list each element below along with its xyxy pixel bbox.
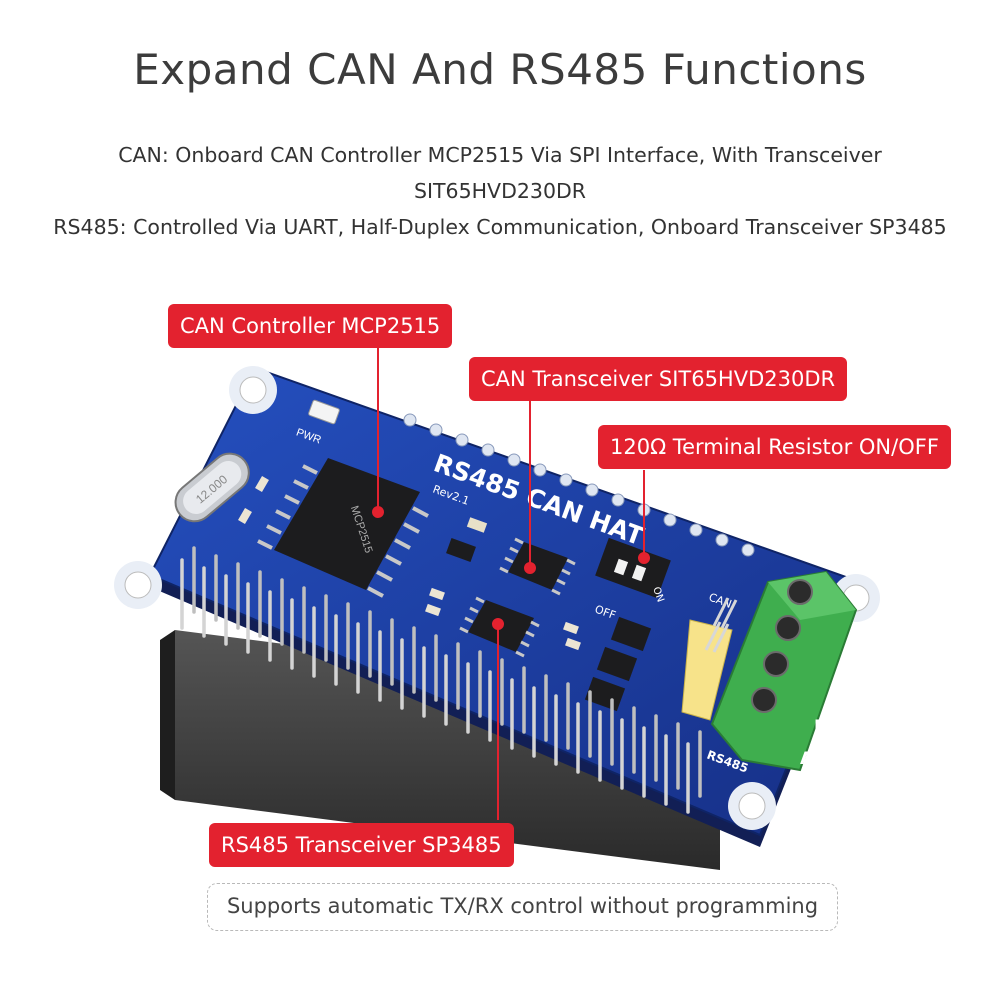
- terminal-label-b: B: [814, 717, 827, 737]
- mount-hole-icon: [114, 561, 162, 609]
- can-transceiver-callout: CAN Transceiver SIT65HVD230DR: [469, 357, 848, 401]
- rs485-transceiver-callout: RS485 Transceiver SP3485: [209, 823, 514, 867]
- callout-leaders: [372, 348, 650, 820]
- terminal-resistor-switch-icon: [595, 537, 671, 599]
- can-description-line-2: SIT65HVD230DR: [413, 179, 587, 203]
- terminal-resistor-callout: 120Ω Terminal Resistor ON/OFF: [598, 425, 951, 469]
- yellow-pin-header: [681, 597, 738, 721]
- can-description-line-1: CAN: Onboard CAN Controller MCP2515 Via …: [118, 143, 882, 167]
- via-row: [403, 413, 755, 557]
- auto-txrx-note: Supports automatic TX/RX control without…: [207, 883, 838, 931]
- mcp2515-chip-icon: MCP2515: [257, 458, 429, 598]
- terminal-label-h: H: [843, 653, 857, 673]
- pwr-led: [308, 399, 340, 425]
- rs485-description: RS485: Controlled Via UART, Half-Duplex …: [53, 215, 947, 239]
- sot-component: [446, 538, 476, 562]
- mount-hole-icon: [229, 366, 277, 414]
- terminal-label-l: L: [830, 685, 841, 705]
- passive-components: [238, 475, 581, 651]
- tvs-diode-icon: [584, 616, 652, 712]
- screw-terminal-icon: [710, 570, 858, 772]
- page-title: Expand CAN And RS485 Functions: [133, 45, 867, 94]
- switch-on-label: ON: [650, 586, 666, 604]
- gpio-pin-header: [180, 546, 702, 814]
- terminal-label-a: A: [800, 749, 814, 769]
- can-transceiver-chip-icon: [499, 537, 576, 596]
- mount-hole-icon: [728, 782, 776, 830]
- crystal-icon: 12.000: [174, 452, 250, 523]
- can-controller-callout: CAN Controller MCP2515: [168, 304, 453, 348]
